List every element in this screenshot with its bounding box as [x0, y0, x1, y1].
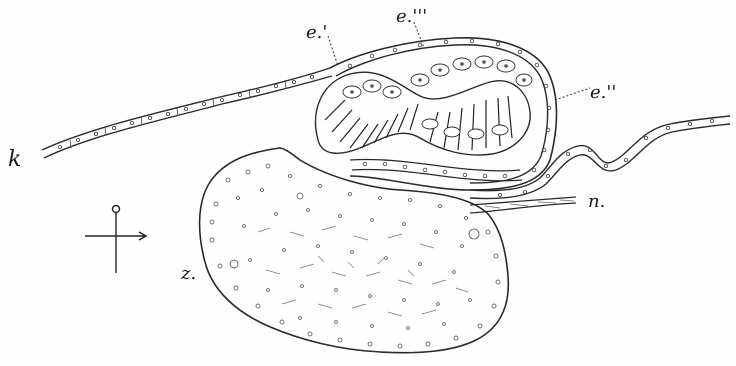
outer-envelope: [330, 38, 557, 190]
nerve-strand: [470, 197, 576, 213]
columnar-epithelium: [316, 56, 532, 155]
label-n: n.: [588, 191, 605, 212]
left-membrane: [42, 68, 332, 158]
crosshair-orientation-icon: [85, 206, 146, 274]
label-k: k: [8, 147, 21, 172]
label-e-triple-prime: e.''': [396, 6, 427, 27]
label-e-prime: e.': [306, 22, 327, 43]
label-z: z.: [180, 263, 196, 284]
right-membrane: [470, 116, 730, 199]
label-e-double-prime: e.'': [590, 82, 616, 103]
